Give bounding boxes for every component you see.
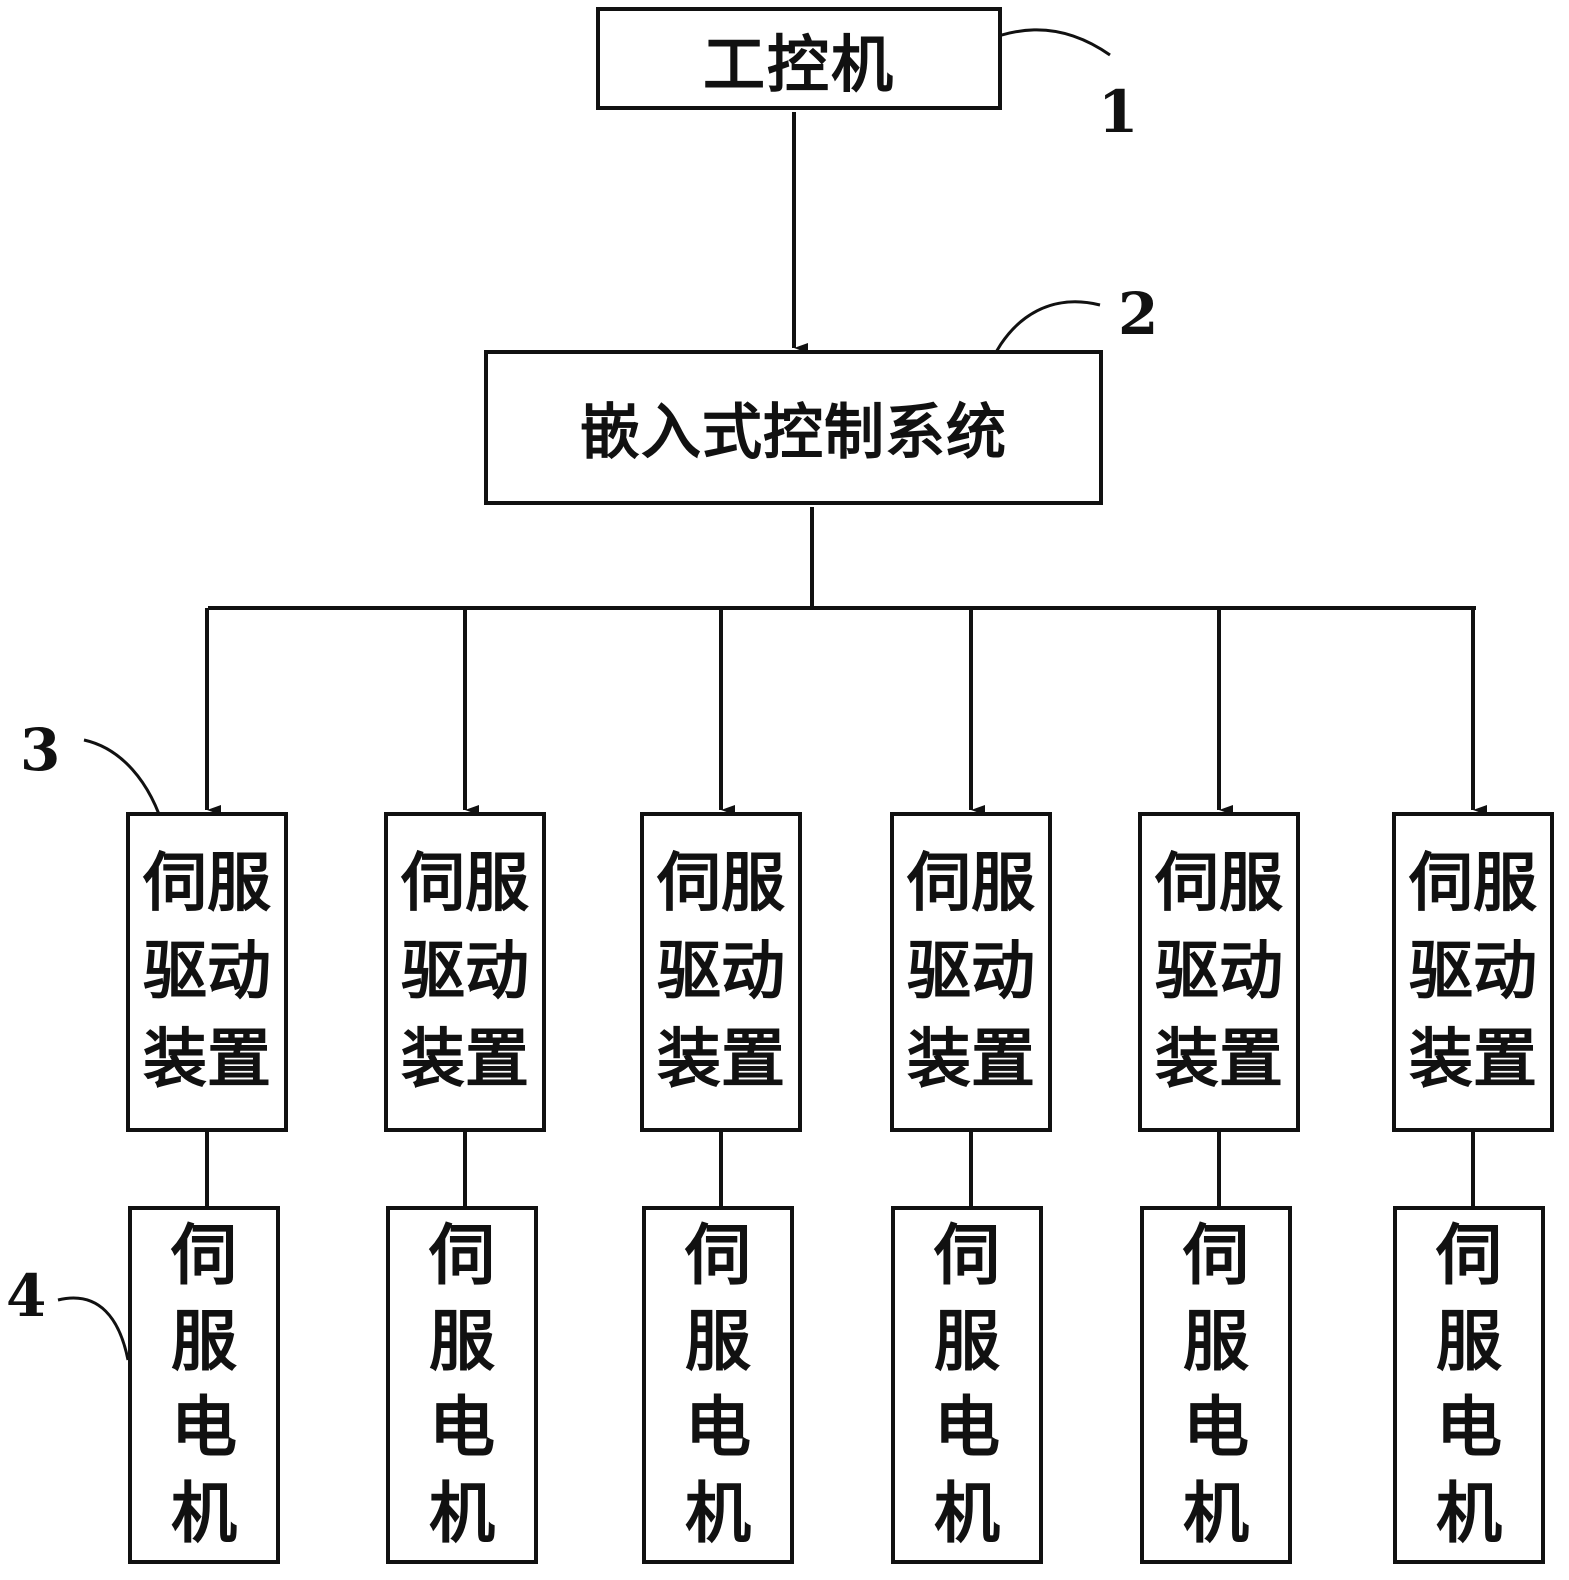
servo-drive-box-6: 伺服驱动装置 xyxy=(1392,812,1554,1132)
industrial-computer-label: 工控机 xyxy=(702,27,895,101)
servo-motor-label-char-3: 电 xyxy=(429,1389,495,1466)
servo-drive-label-line-2: 驱动 xyxy=(907,935,1035,1009)
servo-drive-label-line-3: 装置 xyxy=(143,1023,271,1097)
servo-motor-box-2: 伺服电机 xyxy=(386,1206,538,1564)
servo-drive-box-5: 伺服驱动装置 xyxy=(1138,812,1300,1132)
servo-drive-label-line-3: 装置 xyxy=(907,1023,1035,1097)
servo-drive-box-2: 伺服驱动装置 xyxy=(384,812,546,1132)
industrial-computer-box: 工控机 xyxy=(596,7,1002,110)
servo-motor-box-3: 伺服电机 xyxy=(642,1206,794,1564)
servo-drive-label-line-1: 伺服 xyxy=(143,847,271,921)
servo-drive-label-line-1: 伺服 xyxy=(1409,847,1537,921)
servo-motor-box-5: 伺服电机 xyxy=(1140,1206,1292,1564)
servo-drive-label-line-1: 伺服 xyxy=(1155,847,1283,921)
reference-numeral-2: 2 xyxy=(1118,280,1159,348)
servo-motor-label-char-1: 伺 xyxy=(1436,1217,1502,1294)
servo-motor-label-char-3: 电 xyxy=(934,1389,1000,1466)
servo-motor-label-char-2: 服 xyxy=(429,1303,495,1380)
servo-drive-label-line-2: 驱动 xyxy=(1409,935,1537,1009)
servo-motor-box-6: 伺服电机 xyxy=(1393,1206,1545,1564)
servo-motor-label-char-4: 机 xyxy=(685,1475,751,1552)
servo-drive-box-1: 伺服驱动装置 xyxy=(126,812,288,1132)
servo-drive-label-line-2: 驱动 xyxy=(143,935,271,1009)
servo-drive-label-line-2: 驱动 xyxy=(657,935,785,1009)
servo-motor-label-char-2: 服 xyxy=(171,1303,237,1380)
servo-motor-label-char-2: 服 xyxy=(934,1303,1000,1380)
servo-motor-label-char-2: 服 xyxy=(1436,1303,1502,1380)
servo-motor-label-char-4: 机 xyxy=(934,1475,1000,1552)
servo-motor-label-char-1: 伺 xyxy=(1183,1217,1249,1294)
embedded-control-system-label: 嵌入式控制系统 xyxy=(580,398,1007,468)
servo-motor-label-char-4: 机 xyxy=(1183,1475,1249,1552)
reference-numeral-3: 3 xyxy=(20,716,61,784)
reference-numeral-1: 1 xyxy=(1098,78,1139,146)
servo-motor-label-char-4: 机 xyxy=(171,1475,237,1552)
servo-motor-label-char-3: 电 xyxy=(1436,1389,1502,1466)
embedded-control-system-box: 嵌入式控制系统 xyxy=(484,350,1103,505)
servo-drive-label-line-3: 装置 xyxy=(1409,1023,1537,1097)
servo-motor-box-1: 伺服电机 xyxy=(128,1206,280,1564)
servo-motor-label-char-2: 服 xyxy=(685,1303,751,1380)
servo-drive-label-line-1: 伺服 xyxy=(657,847,785,921)
servo-drive-label-line-3: 装置 xyxy=(657,1023,785,1097)
servo-motor-label-char-1: 伺 xyxy=(429,1217,495,1294)
servo-drive-label-line-1: 伺服 xyxy=(907,847,1035,921)
servo-drive-label-line-3: 装置 xyxy=(1155,1023,1283,1097)
servo-motor-label-char-1: 伺 xyxy=(685,1217,751,1294)
servo-motor-label-char-3: 电 xyxy=(1183,1389,1249,1466)
servo-motor-label-char-1: 伺 xyxy=(171,1217,237,1294)
servo-motor-label-char-2: 服 xyxy=(1183,1303,1249,1380)
servo-drive-box-4: 伺服驱动装置 xyxy=(890,812,1052,1132)
servo-drive-label-line-2: 驱动 xyxy=(1155,935,1283,1009)
servo-motor-label-char-3: 电 xyxy=(171,1389,237,1466)
servo-drive-label-line-3: 装置 xyxy=(401,1023,529,1097)
servo-motor-box-4: 伺服电机 xyxy=(891,1206,1043,1564)
reference-numeral-4: 4 xyxy=(6,1262,47,1330)
servo-motor-label-char-4: 机 xyxy=(1436,1475,1502,1552)
leader-curve-4 xyxy=(57,1296,130,1361)
servo-motor-label-char-4: 机 xyxy=(429,1475,495,1552)
servo-drive-box-3: 伺服驱动装置 xyxy=(640,812,802,1132)
servo-motor-label-char-3: 电 xyxy=(685,1389,751,1466)
servo-motor-label-char-1: 伺 xyxy=(934,1217,1000,1294)
servo-drive-label-line-1: 伺服 xyxy=(401,847,529,921)
servo-drive-label-line-2: 驱动 xyxy=(401,935,529,1009)
